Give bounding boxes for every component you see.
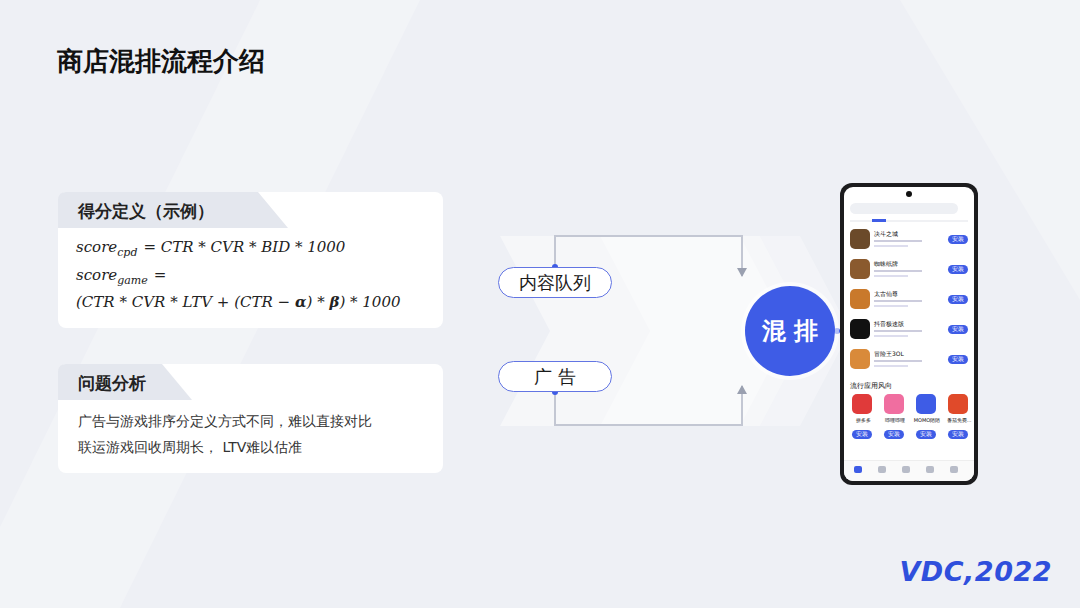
app-icon	[850, 289, 870, 309]
card-tab-shape	[58, 192, 288, 228]
tab-row	[850, 220, 968, 222]
phone-mockup: 决斗之城安装蜘蛛纸牌安装太古仙尊安装抖音极速版安装冒险王3OL安装流行应用风向拼…	[840, 183, 978, 485]
merge-circle: 混 排	[745, 286, 835, 376]
app-name: 决斗之城	[874, 230, 898, 239]
app-name: 冒险王3OL	[874, 350, 904, 359]
circle-label: 混 排	[762, 315, 818, 347]
search-bar	[850, 203, 958, 214]
queue-pill: 广 告	[498, 361, 612, 392]
app-desc	[874, 240, 922, 242]
app-name: 蜘蛛纸牌	[874, 260, 898, 269]
formula-var: score	[76, 238, 117, 256]
app-name: 番茄免费…	[944, 417, 974, 423]
phone-screen: 决斗之城安装蜘蛛纸牌安装太古仙尊安装抖音极速版安装冒险王3OL安装流行应用风向拼…	[844, 187, 974, 481]
formula-var: score	[76, 266, 117, 284]
app-desc	[874, 365, 908, 367]
formula-line: scoregame =	[76, 266, 166, 284]
flow-connector	[837, 330, 838, 332]
app-icon	[852, 394, 872, 414]
install-button: 安装	[948, 235, 968, 244]
app-icon	[948, 394, 968, 414]
install-button: 安装	[948, 325, 968, 334]
greek-symbol: α	[295, 293, 307, 311]
greek-symbol: β	[329, 293, 339, 311]
app-icon	[850, 259, 870, 279]
install-button: 安装	[948, 295, 968, 304]
nav-icon	[902, 466, 910, 473]
app-desc	[874, 360, 922, 362]
problem-card: 问题分析广告与游戏排序分定义方式不同，难以直接对比联运游戏回收周期长， LTV难…	[58, 364, 443, 473]
queue-pill: 内容队列	[498, 267, 612, 298]
app-icon	[850, 229, 870, 249]
chevron-band	[760, 236, 850, 426]
card-tab-shape	[58, 364, 192, 400]
nav-icon	[926, 466, 934, 473]
section-heading: 流行应用风向	[850, 382, 892, 391]
formula-text: = CTR * CVR * BID * 1000	[143, 238, 345, 256]
app-icon	[884, 394, 904, 414]
app-name: 哔哩哔哩	[880, 417, 910, 423]
pill-label: 内容队列	[519, 271, 591, 295]
install-button: 安装	[948, 265, 968, 274]
app-icon	[850, 319, 870, 339]
card-heading: 得分定义（示例）	[78, 200, 214, 223]
app-desc	[874, 275, 908, 277]
app-desc	[874, 305, 908, 307]
install-button: 安装	[948, 430, 968, 439]
formula-subscript: game	[117, 274, 148, 287]
app-desc	[874, 300, 922, 302]
event-logo: VDC,2022	[899, 556, 1052, 587]
formula-subscript: cpd	[117, 246, 137, 259]
nav-icon	[950, 466, 958, 473]
app-icon	[916, 394, 936, 414]
pill-label: 广 告	[534, 365, 576, 389]
app-desc	[874, 335, 908, 337]
app-desc	[874, 270, 922, 272]
slide-title: 商店混排流程介绍	[57, 44, 265, 79]
nav-icon	[878, 466, 886, 473]
app-name: 拼多多	[848, 417, 878, 423]
card-body-line: 联运游戏回收周期长， LTV难以估准	[78, 439, 302, 457]
tab-active	[872, 219, 886, 222]
app-name: 太古仙尊	[874, 290, 898, 299]
score-card: 得分定义（示例） scorecpd = CTR * CVR * BID * 1000…	[58, 192, 443, 328]
install-button: 安装	[852, 430, 872, 439]
card-body-line: 广告与游戏排序分定义方式不同，难以直接对比	[78, 413, 372, 431]
app-name: MOMO陌陌	[912, 417, 942, 423]
formula-text: (CTR * CVR * LTV + (CTR − α) * β) * 1000	[76, 293, 401, 311]
camera-dot	[906, 191, 912, 197]
formula-text: =	[154, 266, 167, 284]
card-heading: 问题分析	[78, 372, 146, 395]
install-button: 安装	[884, 430, 904, 439]
app-icon	[850, 349, 870, 369]
nav-icon	[854, 466, 862, 473]
app-desc	[874, 245, 908, 247]
app-name: 抖音极速版	[874, 320, 904, 329]
install-button: 安装	[948, 355, 968, 364]
formula-line: scorecpd = CTR * CVR * BID * 1000	[76, 238, 345, 256]
app-desc	[874, 330, 922, 332]
install-button: 安装	[916, 430, 936, 439]
